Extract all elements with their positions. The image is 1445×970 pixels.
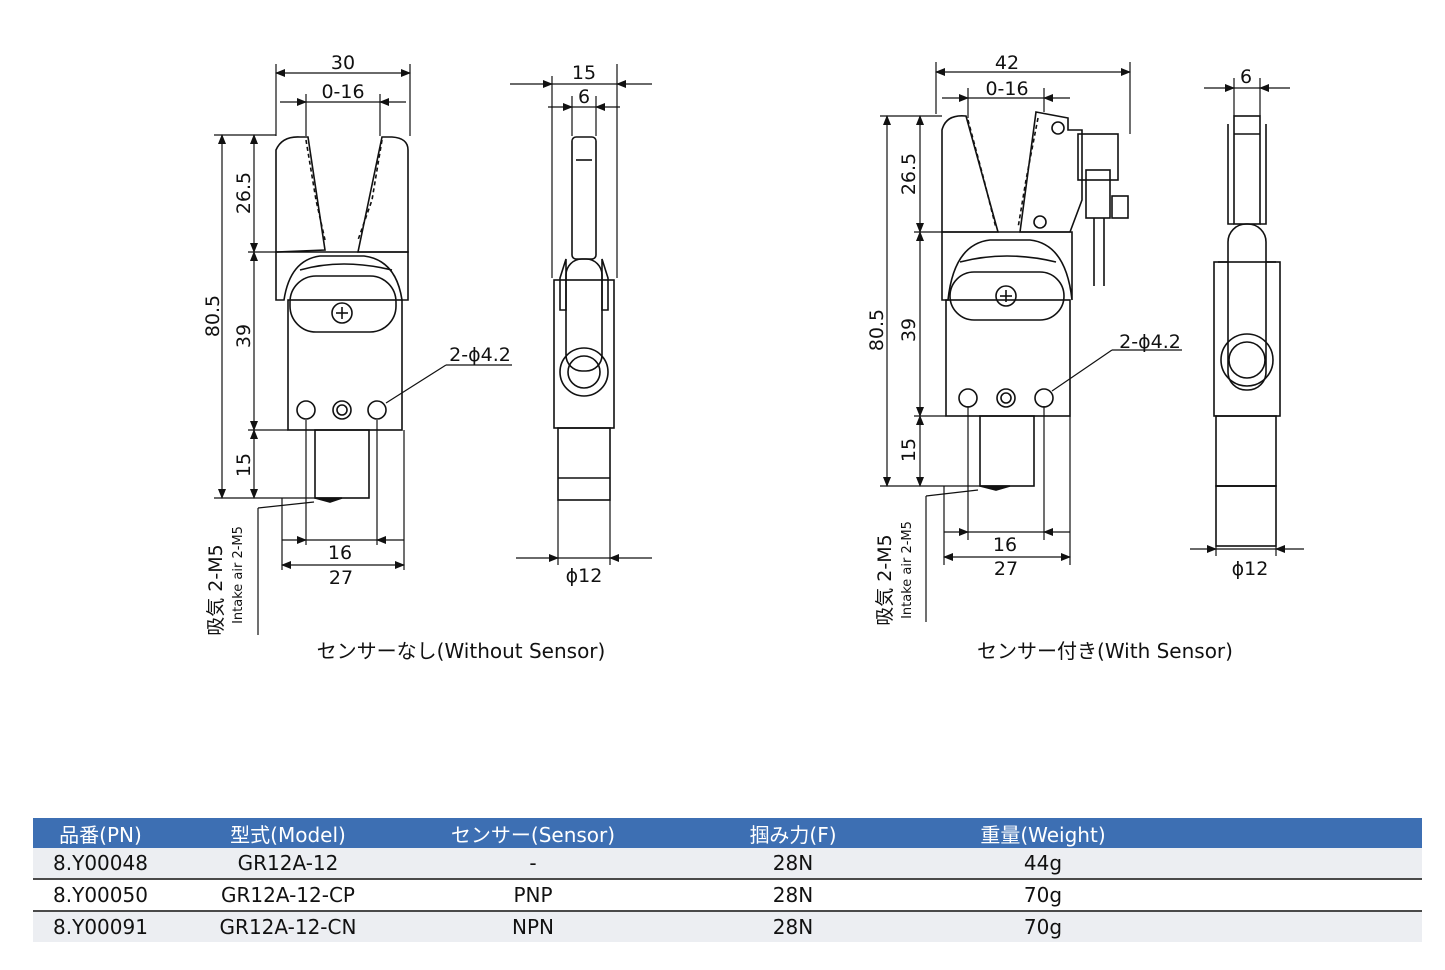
dim-diameter-sensor: ϕ12 — [1232, 558, 1269, 580]
dim-holes: 2-ϕ4.2 — [449, 344, 511, 366]
spec-table: 品番(PN) 型式(Model) センサー(Sensor) 掴み力(F) 重量(… — [33, 818, 1422, 942]
spec-table-header: 品番(PN) 型式(Model) センサー(Sensor) 掴み力(F) 重量(… — [33, 818, 1422, 848]
table-row: 8.Y00091 GR12A-12-CN NPN 28N 70g — [33, 910, 1422, 942]
right-side-dimensions — [1190, 78, 1304, 556]
dim-holes-sensor: 2-ϕ4.2 — [1119, 331, 1181, 353]
table-row: 8.Y00050 GR12A-12-CP PNP 28N 70g — [33, 878, 1422, 911]
dim-stroke-sensor: 0-16 — [985, 78, 1028, 100]
right-front-dim-labels: 42 0-16 80.5 26.5 39 15 2-ϕ4.2 16 27 吸気 … — [866, 52, 1181, 626]
cell-model: GR12A-12-CP — [168, 878, 408, 911]
dim-jaw-sensor: 26.5 — [898, 153, 920, 195]
cell-spacer — [1158, 878, 1422, 911]
dim-side-inner-sensor: 6 — [1240, 66, 1252, 88]
cell-force: 28N — [658, 910, 928, 942]
dim-jaw: 26.5 — [233, 172, 255, 214]
cell-model: GR12A-12-CN — [168, 910, 408, 942]
dim-pitch: 16 — [328, 542, 352, 564]
cell-force: 28N — [658, 848, 928, 879]
table-row: 8.Y00048 GR12A-12 - 28N 44g — [33, 848, 1422, 879]
caption-with-sensor: センサー付き(With Sensor) — [977, 639, 1233, 663]
dim-width-top-sensor: 42 — [995, 52, 1019, 74]
header-weight: 重量(Weight) — [928, 818, 1158, 848]
cell-force: 28N — [658, 878, 928, 911]
cell-weight: 70g — [928, 910, 1158, 942]
cell-pn: 8.Y00091 — [33, 910, 168, 942]
drawing-area: 30 0-16 80.5 26.5 39 15 2-ϕ4.2 16 27 吸気 … — [202, 52, 1304, 663]
dim-height-total-sensor: 80.5 — [866, 309, 888, 351]
header-model: 型式(Model) — [168, 818, 408, 848]
dim-width-bottom-sensor: 27 — [994, 558, 1018, 580]
caption-without-sensor: センサーなし(Without Sensor) — [317, 639, 606, 663]
cell-model: GR12A-12 — [168, 848, 408, 879]
cell-sensor: PNP — [408, 878, 658, 911]
dim-stroke: 0-16 — [321, 81, 364, 103]
left-side-dimensions — [510, 64, 652, 565]
dim-diameter: ϕ12 — [566, 565, 603, 587]
cell-weight: 44g — [928, 848, 1158, 879]
cell-spacer — [1158, 910, 1422, 942]
left-front-view — [275, 136, 409, 503]
cell-weight: 70g — [928, 878, 1158, 911]
cell-sensor: - — [408, 848, 658, 879]
left-side-dim-labels: 15 6 ϕ12 — [566, 62, 603, 587]
cell-pn: 8.Y00048 — [33, 848, 168, 879]
dim-side-inner: 6 — [578, 86, 590, 108]
dim-width-top: 30 — [331, 52, 355, 74]
dim-body-sensor: 39 — [898, 318, 920, 342]
dim-side-width: 15 — [572, 62, 596, 84]
air-label-jp-sensor: 吸気 2-M5 — [874, 534, 896, 625]
dim-body: 39 — [233, 324, 255, 348]
right-front-dimensions — [880, 62, 1182, 622]
header-sensor: センサー(Sensor) — [408, 818, 658, 848]
air-label-en-sensor: Intake air 2-M5 — [900, 521, 915, 619]
cell-pn: 8.Y00050 — [33, 878, 168, 911]
right-side-dim-labels: 6 ϕ12 — [1232, 66, 1269, 580]
right-side-view — [1213, 115, 1281, 547]
right-front-view — [941, 111, 1129, 491]
air-label-jp: 吸気 2-M5 — [205, 544, 227, 635]
air-label-en: Intake air 2-M5 — [231, 526, 246, 624]
left-side-view — [553, 136, 615, 501]
header-spacer — [1158, 818, 1422, 848]
left-front-dim-labels: 30 0-16 80.5 26.5 39 15 2-ϕ4.2 16 27 吸気 … — [202, 52, 511, 636]
cell-sensor: NPN — [408, 910, 658, 942]
dim-pitch-sensor: 16 — [993, 534, 1017, 556]
header-force: 掴み力(F) — [658, 818, 928, 848]
dim-base: 15 — [233, 453, 255, 477]
dim-width-bottom: 27 — [329, 567, 353, 589]
dim-base-sensor: 15 — [898, 438, 920, 462]
left-front-dimensions — [214, 64, 512, 635]
cell-spacer — [1158, 848, 1422, 879]
header-pn: 品番(PN) — [33, 818, 168, 848]
dim-height-total: 80.5 — [202, 295, 224, 337]
